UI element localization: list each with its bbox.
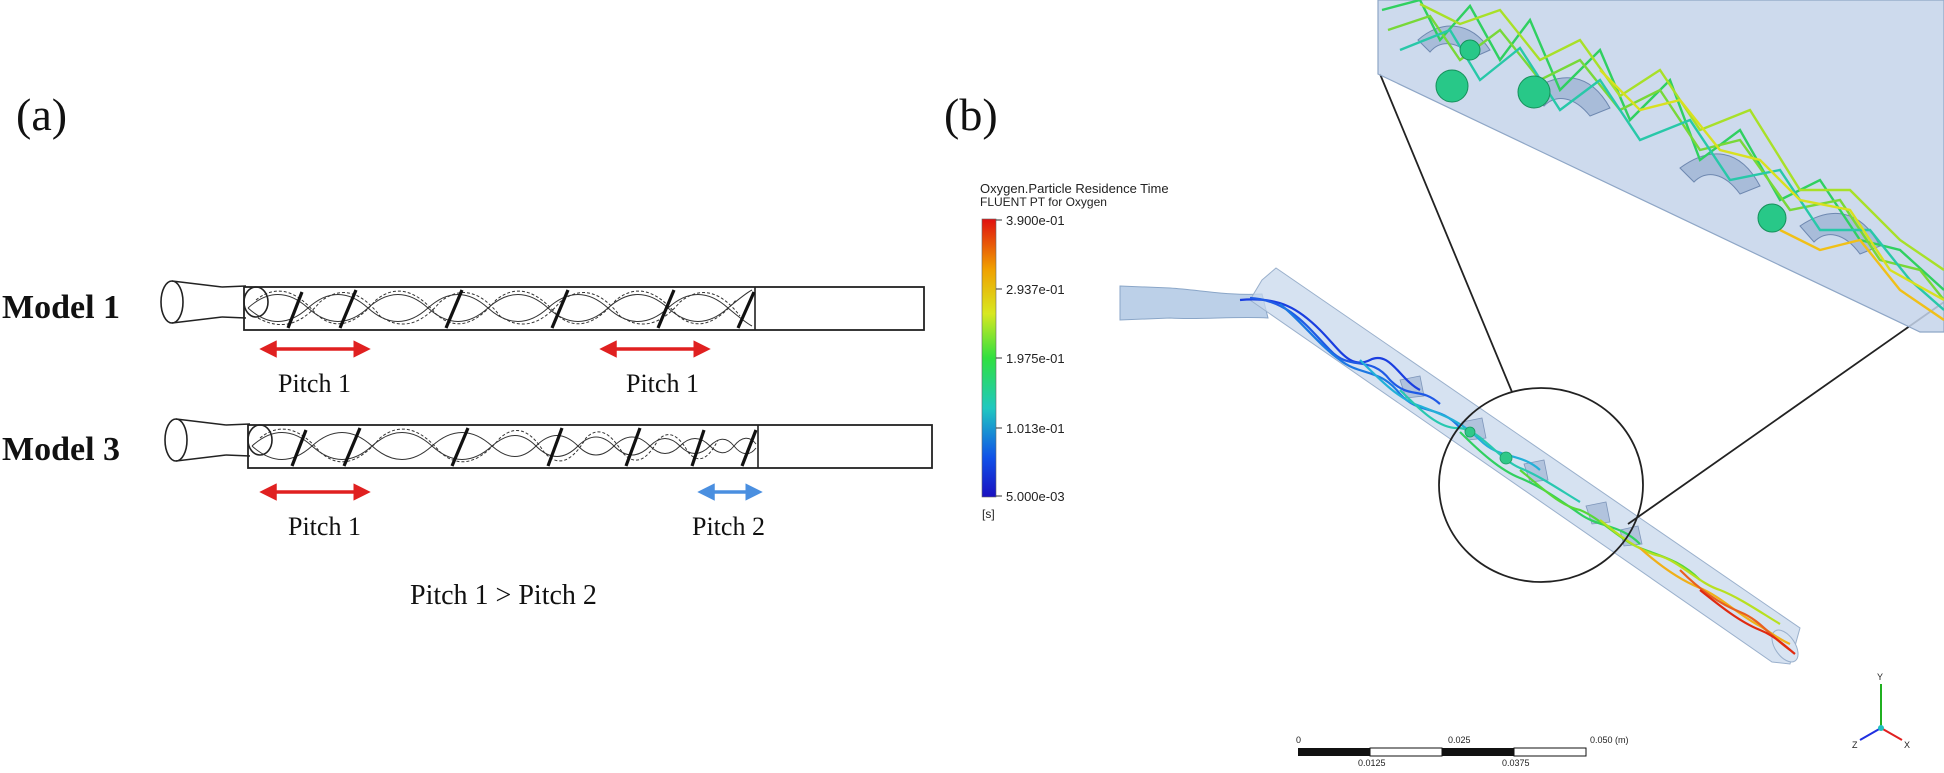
- model-3-name: Model 3: [2, 431, 120, 468]
- zoom-indicator: [1379, 73, 1944, 583]
- model-1-diagram: Model 1: [2, 280, 925, 398]
- model-1-pitch-label-left: Pitch 1: [278, 369, 351, 398]
- panel-a: (a) Model 1: [2, 89, 933, 611]
- model-3-pitch-label-left: Pitch 1: [288, 512, 361, 541]
- model-3-helix: [251, 428, 757, 463]
- model-1-pitch-label-right: Pitch 1: [626, 369, 699, 398]
- model-3-diagram: Model 3 Pitch 1 Pitch 2: [2, 418, 933, 541]
- inset-pipe: [1377, 0, 1944, 333]
- legend-unit: [s]: [982, 507, 995, 521]
- model-1-blades: [286, 289, 756, 329]
- pitch-comparison: Pitch 1 > Pitch 2: [410, 580, 597, 611]
- legend-tick-0: 3.900e-01: [1006, 213, 1065, 228]
- zoom-inset: [1377, 0, 1944, 333]
- scale-bottom-1: 0.0375: [1502, 758, 1530, 768]
- inset-particles: [1435, 39, 1787, 233]
- scale-bar: 0 0.025 0.050 (m) 0.0125 0.0375: [1296, 735, 1629, 768]
- axis-z-label: Z: [1852, 740, 1858, 750]
- legend-tick-3: 1.013e-01: [1006, 421, 1065, 436]
- legend-title-line2: FLUENT PT for Oxygen: [980, 195, 1107, 209]
- model-3-pipe: [247, 424, 933, 469]
- model-3-blades: [290, 427, 758, 467]
- model-1-name: Model 1: [2, 289, 120, 326]
- legend-tick-2: 1.975e-01: [1006, 351, 1065, 366]
- pipe-3d-view: [1119, 267, 1801, 665]
- scale-top-1: 0.025: [1448, 735, 1471, 745]
- panel-b-label: (b): [944, 89, 998, 140]
- model-1-pipe: [243, 286, 925, 331]
- scale-top-0: 0: [1296, 735, 1301, 745]
- particles: [1464, 426, 1513, 465]
- model-3-pitch-label-right: Pitch 2: [692, 512, 765, 541]
- legend-tick-4: 5.000e-03: [1006, 489, 1065, 504]
- axis-triad: Y X Z: [1852, 672, 1910, 750]
- legend-colorbar: [981, 218, 997, 498]
- scale-top-2: 0.050 (m): [1590, 735, 1629, 745]
- model-1-helix: [247, 289, 753, 327]
- panel-a-label: (a): [16, 89, 67, 140]
- panel-b: (b) Oxygen.Particle Residence Time FLUEN…: [944, 0, 1944, 768]
- particle-streaklines: [1239, 296, 1796, 655]
- scale-bottom-0: 0.0125: [1358, 758, 1386, 768]
- legend-title-line1: Oxygen.Particle Residence Time: [980, 181, 1169, 196]
- axis-y-label: Y: [1877, 672, 1883, 682]
- pipe-inlet: [1119, 285, 1269, 321]
- color-legend: Oxygen.Particle Residence Time FLUENT PT…: [980, 181, 1169, 521]
- legend-tick-1: 2.937e-01: [1006, 282, 1065, 297]
- zoom-circle: [1438, 387, 1644, 583]
- axis-x-label: X: [1904, 740, 1910, 750]
